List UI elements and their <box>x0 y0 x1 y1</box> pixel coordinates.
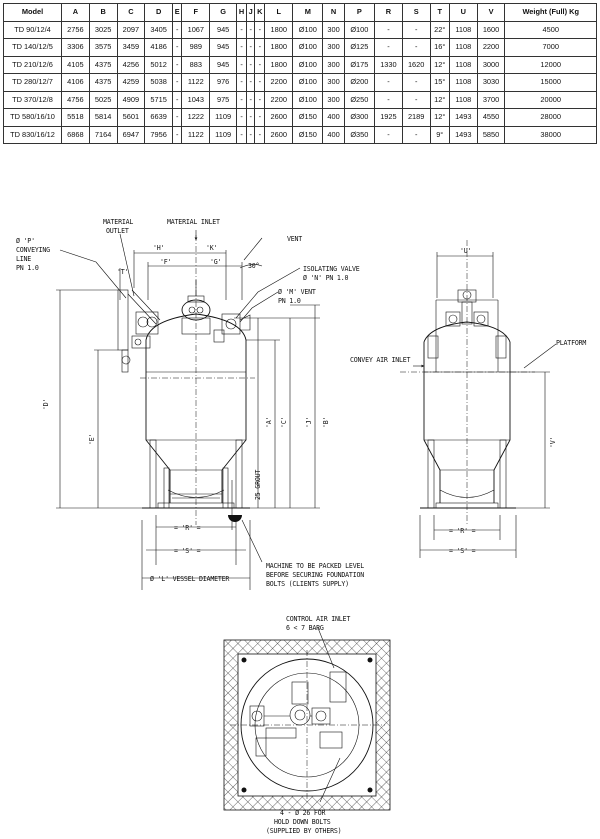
value-cell: Ø150 <box>292 125 324 144</box>
value-cell: - <box>254 125 266 144</box>
value-cell: - <box>171 125 183 144</box>
dim-r-front: = 'R' = <box>174 524 201 532</box>
conveying-line-label-4: PN 1.0 <box>16 264 39 272</box>
bolts-note-3: (SUPPLIED BY OTHERS) <box>266 827 341 835</box>
dim-j: 'J' <box>305 417 313 428</box>
dim-d: 'D' <box>42 399 50 410</box>
machine-note-2: BEFORE SECURING FOUNDATION <box>266 571 364 579</box>
value-cell: 9° <box>429 125 450 144</box>
dim-r-side: = 'R' = <box>449 527 476 535</box>
side-view <box>400 240 557 558</box>
side-valve-stack <box>427 289 507 372</box>
conveying-line-label-3: LINE <box>16 255 31 263</box>
front-outlet-pipework <box>117 289 161 373</box>
plan-view <box>223 627 391 811</box>
value-cell: 12° <box>429 90 450 109</box>
vent-label: VENT <box>287 235 302 243</box>
material-outlet-label-2: OUTLET <box>106 227 129 235</box>
grout-label: 25 GROUT <box>254 470 262 500</box>
value-cell: 6868 <box>61 125 90 144</box>
dim-f: 'F' <box>160 258 171 266</box>
vent-m-label-2: PN 1.0 <box>278 297 301 305</box>
dim-v: 'V' <box>549 437 557 448</box>
value-cell: 400 <box>322 125 345 144</box>
plan-bolts <box>241 657 373 793</box>
front-vessel-shell <box>145 372 247 503</box>
bolts-note-1: 4 - Ø 26 FOR <box>280 809 325 817</box>
side-labels: 'U' CONVEY AIR INLET PLATFORM 'V' = 'R' … <box>350 247 587 555</box>
isolating-valve-label-2: Ø 'N' PN 1.0 <box>303 274 348 282</box>
vessel-diameter-label: Ø 'L' VESSEL DIAMETER <box>150 575 229 583</box>
value-cell: 3306 <box>61 38 90 57</box>
dim-k: 'K' <box>206 244 217 252</box>
material-outlet-label-1: MATERIAL <box>103 218 133 226</box>
front-leaders <box>59 230 301 563</box>
front-foundation-bolt <box>228 515 242 522</box>
front-view <box>56 230 320 590</box>
front-horizontal-dims <box>119 250 263 300</box>
front-isolating-valve <box>213 313 251 343</box>
control-air-label-2: 6 < 7 BARG <box>286 624 324 632</box>
plan-pipework <box>249 671 347 757</box>
dim-a: 'A' <box>265 417 273 428</box>
dim-s-side: = 'S' = <box>449 547 476 555</box>
dim-s-front: = 'S' = <box>174 547 201 555</box>
value-cell: - <box>401 125 431 144</box>
conveying-line-label-2: CONVEYING <box>16 246 50 254</box>
control-air-label-1: CONTROL AIR INLET <box>286 615 350 623</box>
value-cell: 5025 <box>88 90 118 109</box>
front-vertical-dims <box>56 289 320 530</box>
dim-b: 'B' <box>322 417 330 428</box>
machine-note-3: BOLTS (CLIENTS SUPPLY) <box>266 580 349 588</box>
dim-u: 'U' <box>460 247 471 255</box>
front-labels: MATERIAL OUTLET MATERIAL INLET VENT Ø 'P… <box>16 218 364 588</box>
dim-t: 'T' <box>117 268 128 276</box>
value-cell: 7164 <box>88 125 118 144</box>
plan-labels: CONTROL AIR INLET 6 < 7 BARG 4 - Ø 26 FO… <box>266 615 351 835</box>
angle-label: 30° <box>248 262 259 270</box>
value-cell: 4756 <box>61 90 90 109</box>
front-bottom-dims <box>141 515 251 590</box>
dim-c: 'C' <box>280 417 288 428</box>
value-cell: - <box>246 125 256 144</box>
conveying-line-label-1: Ø 'P' <box>16 237 35 245</box>
bolts-note-2: HOLD DOWN BOLTS <box>274 818 331 826</box>
value-cell: 4375 <box>88 73 118 92</box>
model-cell: TD 830/16/12 <box>3 125 62 144</box>
platform-label: PLATFORM <box>556 339 586 347</box>
convey-air-inlet-label: CONVEY AIR INLET <box>350 356 411 364</box>
material-inlet-label: MATERIAL INLET <box>167 218 220 226</box>
dim-h: 'H' <box>153 244 164 252</box>
value-cell: Ø350 <box>343 125 376 144</box>
value-cell: 2600 <box>264 125 294 144</box>
dim-g: 'G' <box>210 258 221 266</box>
value-cell: 38000 <box>504 125 597 144</box>
dim-e: 'E' <box>88 434 96 445</box>
isolating-valve-label-1: ISOLATING VALVE <box>303 265 360 273</box>
machine-note-1: MACHINE TO BE PACKED LEVEL <box>266 562 364 570</box>
vent-m-label-1: Ø 'M' VENT <box>278 288 316 296</box>
